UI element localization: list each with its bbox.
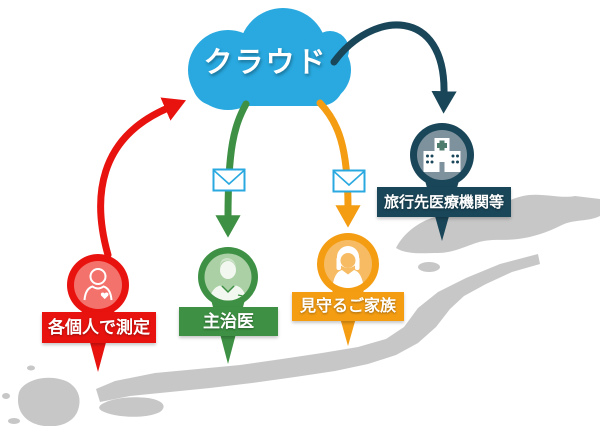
mail-icon [332, 169, 366, 193]
map-island-1 [2, 393, 10, 399]
map-island-3 [27, 365, 35, 371]
banner-travel: 旅行先医療機関等 [377, 187, 511, 217]
pin-family [317, 233, 379, 346]
map-kyushu [18, 377, 80, 426]
banner-individual: 各個人で測定 [42, 312, 156, 343]
pin-doctor [198, 247, 258, 364]
japan-map [2, 194, 600, 426]
map-island-2 [8, 418, 20, 424]
cloud-shape [188, 8, 351, 110]
map-honshu [96, 254, 540, 402]
hospital-icon [423, 138, 461, 172]
map-sado-island [418, 262, 440, 272]
mail-icon [212, 168, 246, 192]
map-hokkaido [396, 194, 600, 254]
person-heart-icon [83, 268, 113, 301]
banner-doctor: 主治医 [179, 307, 278, 336]
woman-icon [332, 246, 364, 288]
arrow-cloud-to-doctor [215, 100, 250, 238]
arrow-cloud-to-travel [330, 21, 457, 114]
map-shikoku [99, 397, 164, 417]
banner-family: 見守るご家族 [292, 292, 404, 321]
cloud-title: クラウド [203, 46, 328, 79]
doctor-icon [209, 257, 247, 301]
arrow-individual-to-cloud [97, 97, 187, 259]
